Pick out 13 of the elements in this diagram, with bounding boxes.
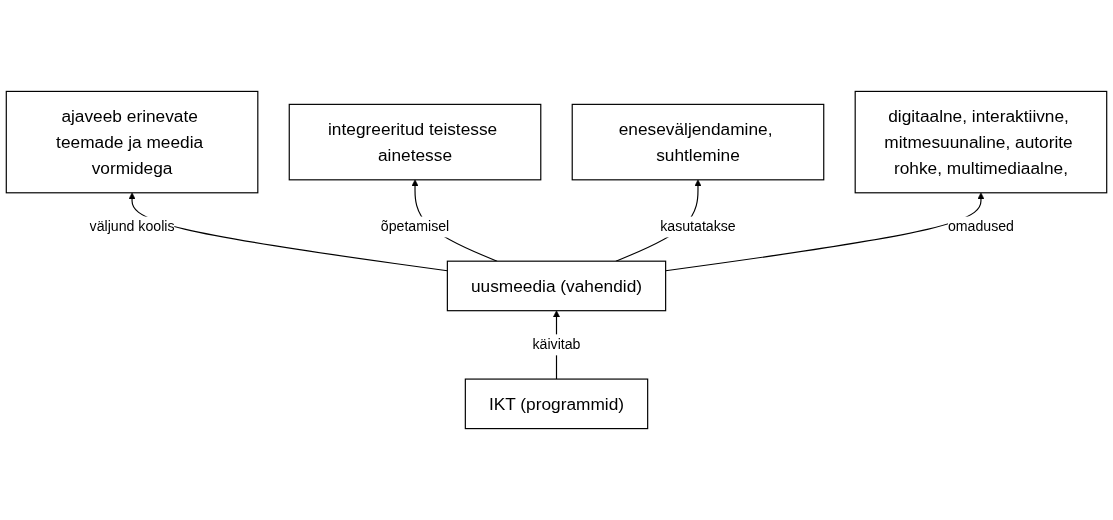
- edge-label: kasutatakse: [660, 218, 736, 235]
- node-box: eneseväljendamine, suhtlemine: [571, 103, 825, 181]
- edge-label: käivitab: [532, 336, 581, 353]
- node-box: digitaalne, interaktiivne, mitmesuunaline, autorite rohke, multimediaalne,: [854, 90, 1108, 194]
- arrow: [665, 192, 985, 272]
- node-box: uusmeedia (vahendid): [446, 260, 667, 312]
- node-box: integreeritud teistesse ainetesse: [288, 103, 542, 181]
- node-box: ajaveeb erinevate teemade ja meedia vormidega: [5, 90, 259, 194]
- edge-label: omadused: [947, 218, 1014, 235]
- edge-label: väljund koolis: [89, 218, 175, 235]
- node-box: IKT (programmid): [464, 378, 649, 430]
- edge-label: õpetamisel: [380, 218, 450, 235]
- arrow: [128, 192, 448, 272]
